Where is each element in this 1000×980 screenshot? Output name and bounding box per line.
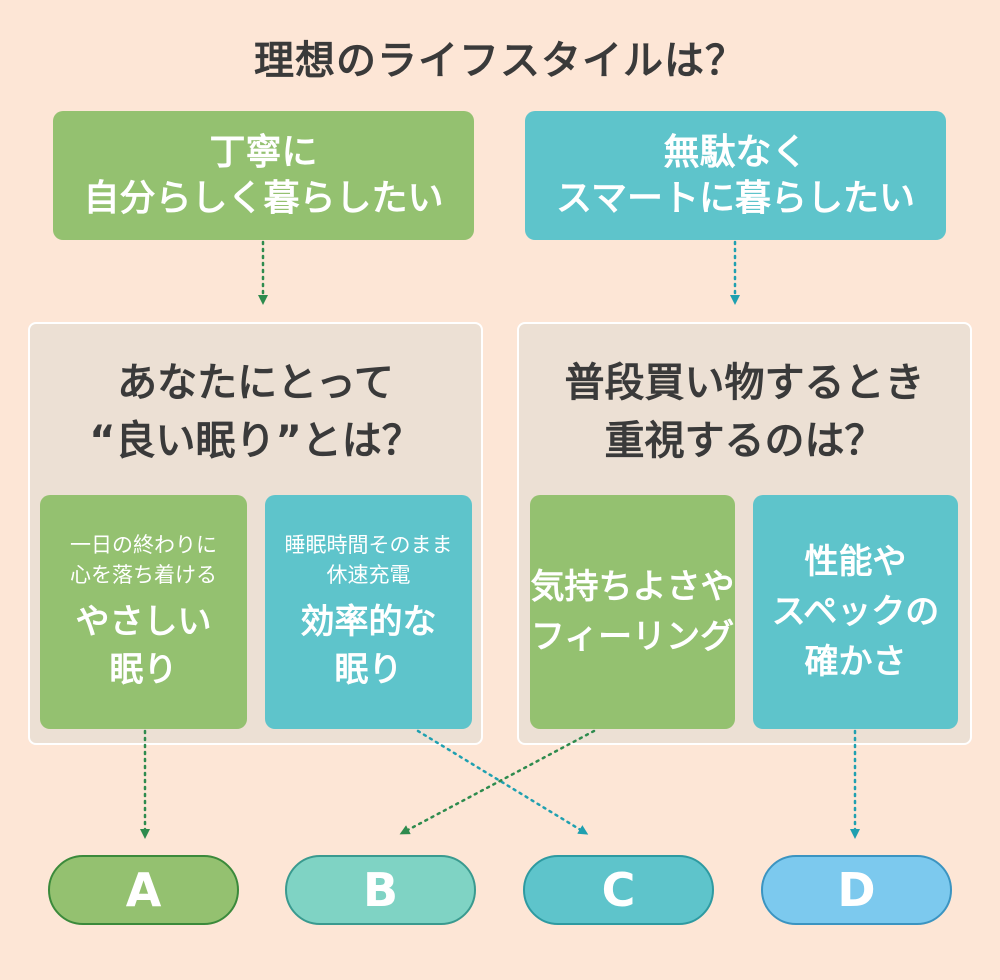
answer-efficient-sleep: 睡眠時間そのまま 休速充電 効率的な 眠り: [265, 495, 472, 729]
lifestyle-careful-line2: 自分らしく暮らしたい: [83, 177, 444, 219]
lifestyle-smart-line1: 無駄なく: [663, 131, 808, 173]
answer-gentle-sleep: 一日の終わりに 心を落ち着ける やさしい 眠り: [40, 495, 247, 729]
question-shopping-line1: 普段買い物するとき: [564, 360, 925, 406]
answer-gentle-sub1: 一日の終わりに: [70, 533, 217, 557]
question-sleep: あなたにとって “良い眠り”とは？: [30, 354, 481, 470]
result-b: B: [285, 855, 476, 925]
chart-title: 理想のライフスタイルは？: [254, 38, 746, 84]
arrow-feeling-to-b: [399, 729, 596, 835]
lifestyle-option-smart: 無駄なく スマートに暮らしたい: [525, 111, 946, 240]
answer-spec-line2: スペックの: [771, 592, 940, 632]
result-a: A: [48, 855, 239, 925]
question-shopping: 普段買い物するとき 重視するのは？: [519, 354, 970, 470]
answer-gentle-main2: 眠り: [109, 650, 178, 690]
answer-efficient-main2: 眠り: [334, 650, 403, 690]
result-d: D: [761, 855, 952, 925]
question-sleep-line1: あなたにとって: [117, 360, 394, 406]
answer-feeling-line2: フィーリング: [530, 617, 735, 657]
question-sleep-line2: “良い眠り”とは？: [89, 418, 422, 464]
answer-spec: 性能や スペックの 確かさ: [753, 495, 958, 729]
answer-gentle-main1: やさしい: [75, 602, 212, 642]
lifestyle-smart-line2: スマートに暮らしたい: [556, 177, 915, 219]
question-shopping-line2: 重視するのは？: [604, 418, 885, 464]
answer-efficient-sub2: 休速充電: [326, 563, 411, 587]
answer-feeling: 気持ちよさや フィーリング: [530, 495, 735, 729]
lifestyle-option-careful: 丁寧に 自分らしく暮らしたい: [53, 111, 474, 240]
answer-efficient-main1: 効率的な: [300, 602, 437, 642]
answer-spec-line3: 確かさ: [804, 642, 907, 682]
lifestyle-careful-line1: 丁寧に: [209, 131, 318, 173]
answer-gentle-sub2: 心を落ち着ける: [70, 563, 217, 587]
answer-efficient-sub1: 睡眠時間そのまま: [284, 533, 453, 557]
answer-feeling-line1: 気持ちよさや: [530, 567, 735, 607]
answer-spec-line1: 性能や: [804, 542, 907, 582]
result-c: C: [523, 855, 714, 925]
